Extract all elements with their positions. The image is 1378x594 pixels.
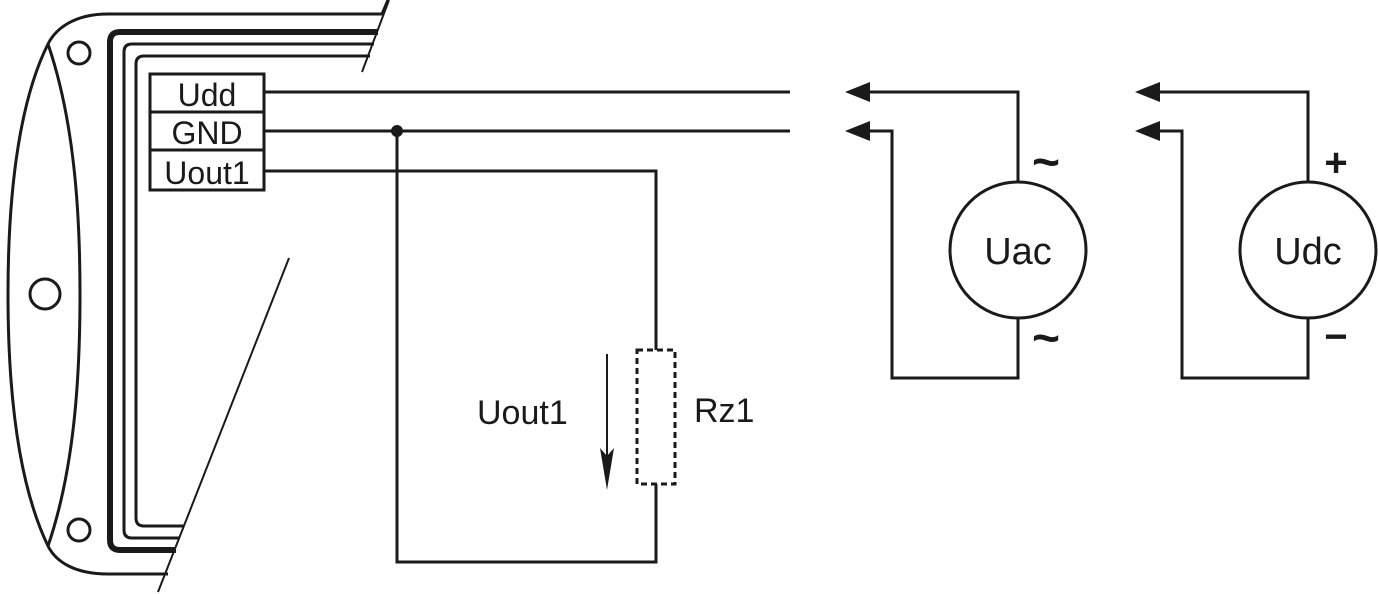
wire-uout1-loop [264, 169, 658, 350]
dc-arrow-udd [1135, 82, 1160, 102]
housing-rail-middle [122, 42, 374, 540]
dc-minus-symbol: − [1324, 315, 1347, 359]
ac-source-wire-top [868, 90, 1020, 182]
mounting-hole-bottom [66, 517, 92, 543]
terminal-udd-label: Udd [178, 77, 237, 113]
ac-source: Uac ~ ~ [845, 82, 1088, 380]
ac-source-wire-bottom [868, 129, 1020, 380]
output-voltage-label: Uout1 [477, 394, 568, 432]
output-loop: Rz1 Uout1 [264, 131, 754, 564]
ac-source-label: Uac [984, 231, 1052, 273]
dc-source-wire-bottom [1158, 129, 1310, 380]
ac-arrow-udd [845, 82, 870, 102]
housing-rail-inner [134, 54, 370, 528]
ac-source-circle [948, 180, 1088, 320]
ac-bottom-symbol: ~ [1032, 312, 1060, 365]
ac-top-symbol: ~ [1032, 136, 1060, 189]
dc-source: Udc + − [1135, 82, 1378, 380]
housing-outer-shell [6, 0, 390, 576]
terminal-uout1-label: Uout1 [164, 155, 249, 191]
load-resistor-rz1 [635, 348, 677, 486]
supply-wires [264, 90, 790, 137]
break-line-bottom [157, 257, 290, 593]
housing-inner-bezel [46, 43, 82, 547]
load-resistor-label: Rz1 [694, 392, 754, 430]
ac-arrow-gnd [845, 121, 870, 141]
dc-plus-symbol: + [1324, 141, 1347, 185]
dc-source-wire-top [1158, 90, 1310, 182]
terminal-gnd-label: GND [171, 115, 242, 151]
terminal-block: Udd GND Uout1 [148, 72, 266, 192]
dc-source-label: Udc [1274, 231, 1342, 273]
dc-arrow-gnd [1135, 121, 1160, 141]
device-housing [6, 0, 390, 593]
output-voltage-arrow-head [600, 448, 614, 490]
housing-rail-outer [107, 29, 378, 553]
dc-source-circle [1238, 180, 1378, 320]
mounting-hole-top [66, 40, 92, 66]
break-line-top [361, 0, 390, 73]
mounting-hole-middle [28, 277, 62, 311]
wire-return-loop [395, 131, 658, 564]
